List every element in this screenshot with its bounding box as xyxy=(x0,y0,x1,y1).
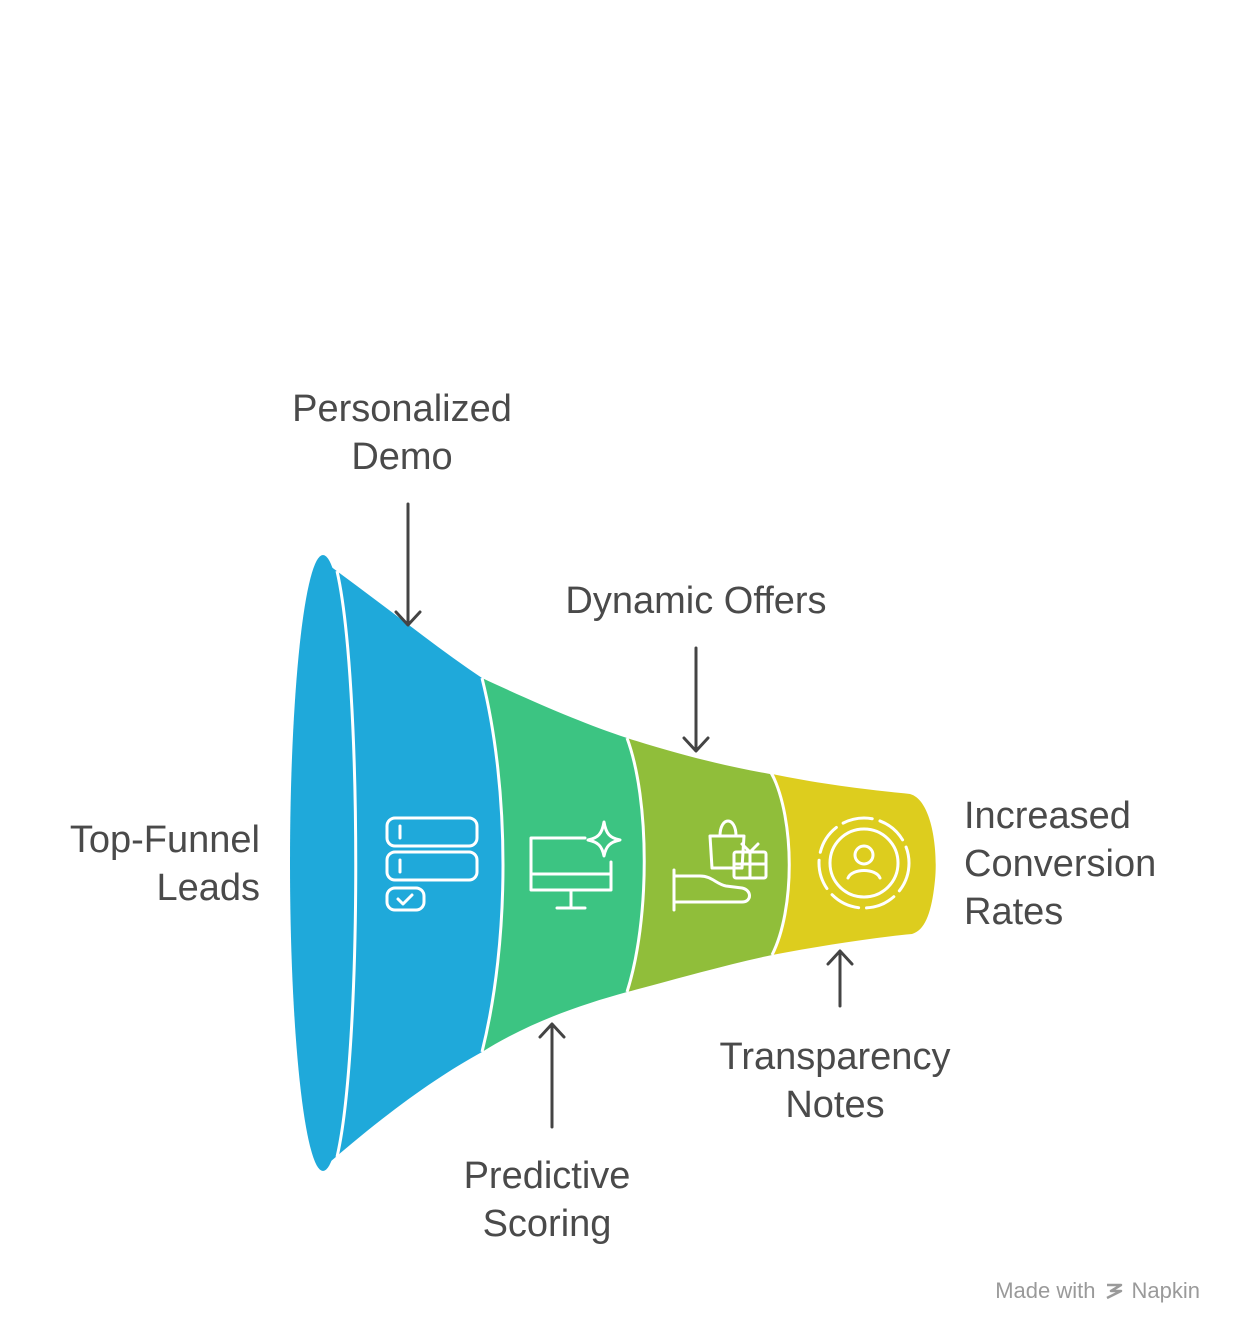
label-line: Leads xyxy=(156,867,260,909)
label-personalized-demo: Personalized Demo xyxy=(270,385,534,481)
watermark-prefix: Made with xyxy=(995,1278,1096,1303)
label-line: Predictive xyxy=(463,1155,631,1197)
label-line: Increased xyxy=(964,795,1131,837)
label-line: Transparency xyxy=(719,1036,951,1078)
funnel-stage-1 xyxy=(330,566,505,1162)
funnel-stage-2 xyxy=(482,678,646,1052)
monitor-sparkle-icon xyxy=(529,820,622,910)
napkin-logo-icon xyxy=(1105,1283,1122,1300)
arrows xyxy=(394,502,854,1129)
label-line: Scoring xyxy=(482,1203,612,1245)
funnel-mouth xyxy=(290,555,356,1171)
stage-separators xyxy=(335,570,791,1158)
label-line: Personalized xyxy=(292,388,512,430)
user-target-icon xyxy=(817,816,911,910)
funnel-stage-3 xyxy=(627,738,790,992)
label-dynamic-offers: Dynamic Offers xyxy=(540,577,852,625)
hand-gift-icon xyxy=(672,819,768,912)
label-line: Dynamic Offers xyxy=(565,580,827,622)
label-predictive-scoring: Predictive Scoring xyxy=(432,1152,662,1248)
funnel-stage-4 xyxy=(772,774,936,955)
label-increased-conversion-rates: Increased Conversion Rates xyxy=(964,792,1224,936)
label-line: Rates xyxy=(964,891,1064,933)
label-top-funnel-leads: Top-Funnel Leads xyxy=(20,816,260,912)
watermark: Made with Napkin xyxy=(995,1278,1200,1304)
arrow-personalized-demo xyxy=(394,502,422,627)
label-line: Demo xyxy=(351,436,453,478)
arrow-predictive-scoring xyxy=(538,1022,566,1129)
label-transparency-notes: Transparency Notes xyxy=(700,1033,970,1129)
label-line: Conversion xyxy=(964,843,1157,885)
label-line: Notes xyxy=(785,1084,885,1126)
arrow-dynamic-offers xyxy=(682,646,710,753)
watermark-brand: Napkin xyxy=(1131,1278,1200,1303)
label-line: Top-Funnel xyxy=(69,819,260,861)
arrow-transparency-notes xyxy=(826,949,854,1008)
server-check-icon xyxy=(385,816,479,912)
